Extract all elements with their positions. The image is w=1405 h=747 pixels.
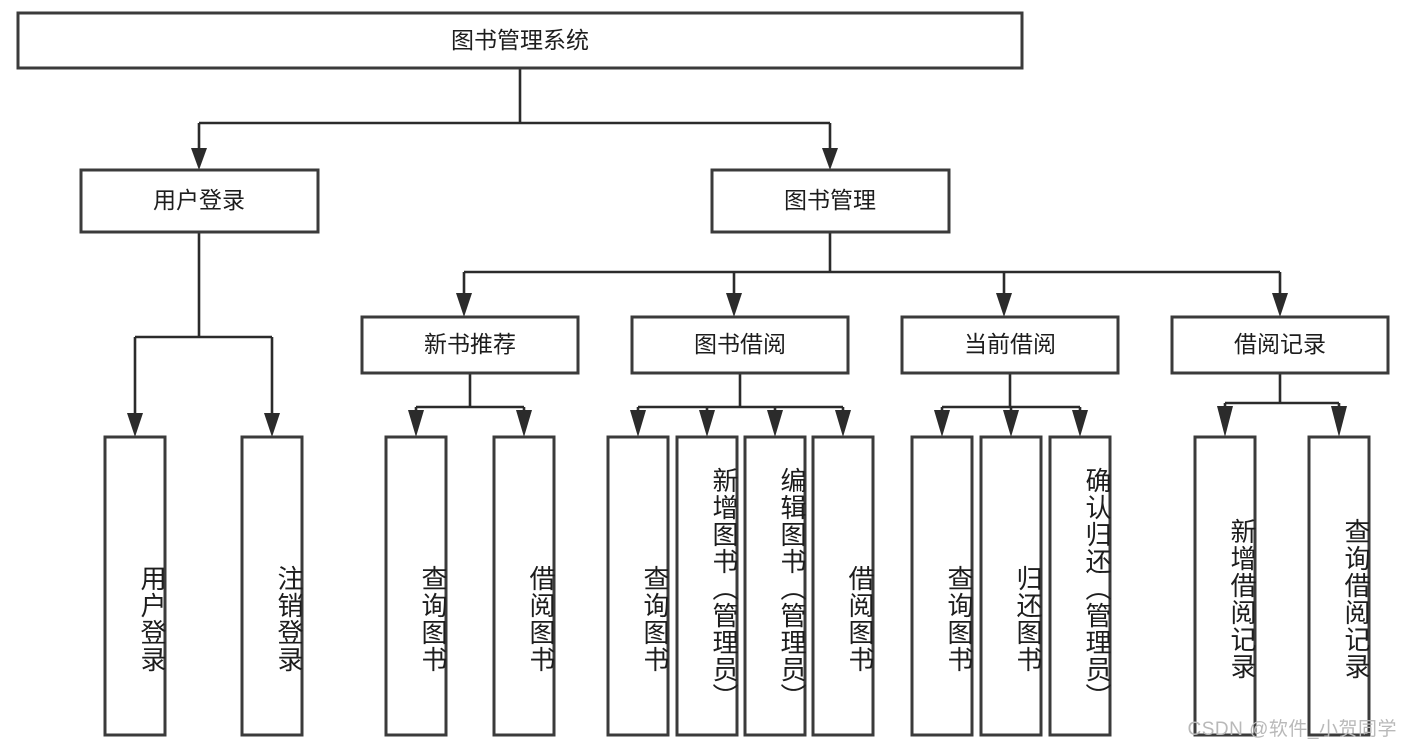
arrowhead-nb-leaf-2 — [516, 410, 532, 437]
arrowhead-bb-leaf-4 — [835, 410, 851, 437]
node-book-borrow[interactable]: 图书借阅 — [630, 315, 850, 375]
node-borrow-record[interactable]: 借阅记录 — [1170, 315, 1390, 375]
edges-book-mgmt-to-level3 — [456, 232, 1288, 317]
arrowhead-br-leaf-1 — [1217, 406, 1233, 437]
arrowhead-cb-leaf-2 — [1003, 410, 1019, 437]
node-book-borrow-label: 图书借阅 — [694, 331, 786, 357]
leaf-boxes-borrow-record — [1193, 435, 1371, 737]
node-user-login-label: 用户登录 — [153, 187, 245, 213]
arrowhead-cb-leaf-3 — [1072, 410, 1088, 437]
edges-user-login-to-leaves — [127, 232, 280, 437]
leaf-box-new-book-0[interactable] — [384, 435, 448, 737]
arrowhead-ul-leaf-2 — [264, 413, 280, 437]
node-book-borrow-box[interactable] — [630, 315, 850, 375]
leaf-boxes-user-login — [103, 435, 304, 737]
arrowhead-current-borrow — [996, 293, 1012, 317]
node-borrow-record-label: 借阅记录 — [1234, 331, 1326, 357]
arrowhead-borrow-record — [1272, 293, 1288, 317]
leaf-box-book-borrow-1[interactable] — [675, 435, 739, 737]
leaf-box-book-borrow-2[interactable] — [743, 435, 807, 737]
node-book-management-box[interactable] — [710, 168, 951, 234]
leaf-boxes-new-book-recommend — [384, 435, 556, 737]
node-root[interactable]: 图书管理系统 — [16, 11, 1024, 70]
leaf-box-borrow-record-1[interactable] — [1307, 435, 1371, 737]
edges-book-borrow-to-leaves — [630, 373, 851, 437]
watermark-text: CSDN @软件_小贺同学 — [1187, 719, 1397, 740]
node-book-management[interactable]: 图书管理 — [710, 168, 951, 234]
node-current-borrow[interactable]: 当前借阅 — [900, 315, 1120, 375]
arrowhead-nb-leaf-1 — [408, 410, 424, 437]
leaf-box-current-borrow-1[interactable] — [979, 435, 1043, 737]
edges-root-to-level2 — [191, 68, 838, 170]
node-borrow-record-box[interactable] — [1170, 315, 1390, 375]
leaf-box-new-book-1[interactable] — [492, 435, 556, 737]
leaf-box-borrow-record-0[interactable] — [1193, 435, 1257, 737]
arrowhead-book-mgmt — [822, 148, 838, 170]
leaf-boxes-book-borrow — [606, 435, 875, 737]
edges-borrow-record-to-leaves — [1217, 373, 1347, 437]
arrowhead-bb-leaf-2 — [699, 410, 715, 437]
node-book-management-label: 图书管理 — [784, 187, 876, 213]
leaf-box-current-borrow-2[interactable] — [1048, 435, 1112, 737]
node-user-login[interactable]: 用户登录 — [79, 168, 320, 234]
leaf-boxes-current-borrow — [910, 435, 1112, 737]
node-new-book-recommend[interactable]: 新书推荐 — [360, 315, 580, 375]
leaf-box-user-login-0[interactable] — [103, 435, 167, 737]
arrowhead-br-leaf-2 — [1331, 406, 1347, 437]
node-new-book-recommend-box[interactable] — [360, 315, 580, 375]
arrowhead-bb-leaf-3 — [767, 410, 783, 437]
arrowhead-new-book — [456, 293, 472, 317]
arrowhead-cb-leaf-1 — [934, 410, 950, 437]
leaf-box-current-borrow-0[interactable] — [910, 435, 974, 737]
node-root-box[interactable] — [16, 11, 1024, 70]
edges-new-book-to-leaves — [408, 373, 532, 437]
arrowhead-book-borrow — [726, 293, 742, 317]
edges-current-borrow-to-leaves — [934, 373, 1088, 437]
node-user-login-box[interactable] — [79, 168, 320, 234]
leaf-box-user-login-1[interactable] — [240, 435, 304, 737]
node-current-borrow-label: 当前借阅 — [964, 331, 1056, 357]
node-new-book-recommend-label: 新书推荐 — [424, 331, 516, 357]
leaf-box-book-borrow-3[interactable] — [811, 435, 875, 737]
leaf-box-book-borrow-0[interactable] — [606, 435, 670, 737]
arrowhead-ul-leaf-1 — [127, 413, 143, 437]
node-current-borrow-box[interactable] — [900, 315, 1120, 375]
arrowhead-user-login — [191, 148, 207, 170]
node-root-label: 图书管理系统 — [451, 27, 589, 53]
arrowhead-bb-leaf-1 — [630, 410, 646, 437]
